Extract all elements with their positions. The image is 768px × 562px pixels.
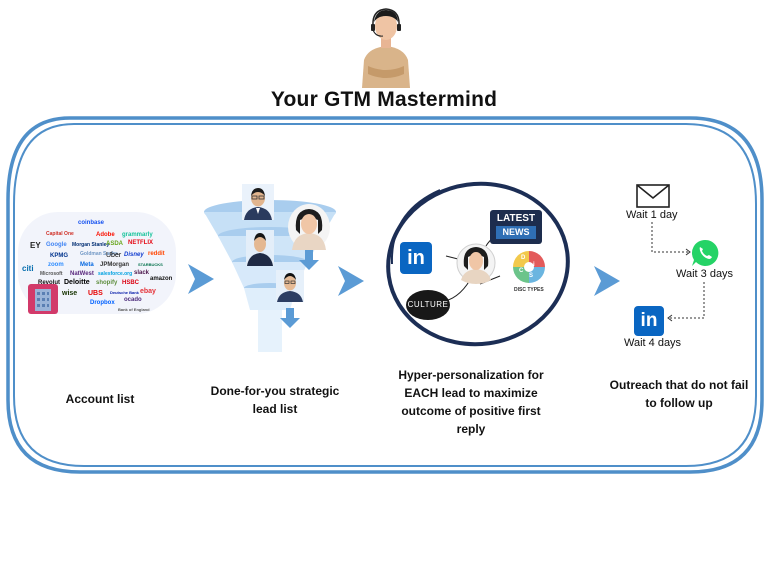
logo-jpmorgan: JPMorgan [100,262,130,268]
logo-reddit: reddit [148,251,165,257]
logo-deutsche-bank: Deutsche Bank [110,290,139,295]
logo-deloitte: Deloitte [64,279,90,286]
presenter-photo [356,4,416,88]
flow-arrow-3 [594,266,620,296]
disc-wheel [513,251,545,283]
email-icon [636,184,670,208]
latest-news-badge: LATEST NEWS [490,210,542,244]
logo-natwest: NatWest [70,271,94,277]
logo-shopify: shopify [96,280,118,286]
logo-capital-one: Capital One [46,231,74,237]
logo-ey: EY [30,241,41,250]
whatsapp-icon [691,239,719,266]
logo-meta: Meta [80,262,94,268]
logo-amazon: amazon [150,276,173,282]
logo-ebay: ebay [140,288,156,295]
flow-arrow-2 [338,266,364,296]
logo-revolut: Revolut [38,280,61,286]
persona-photo [456,243,496,284]
news-label-news: NEWS [496,226,536,239]
logo-coinbase: coinbase [78,220,105,226]
disc-letter-c: C [519,268,524,274]
logo-bank-of-england: Bank of England [118,307,150,312]
logo-morgan-stanley: Morgan Stanley [72,242,110,248]
lead-avatar-1 [242,184,274,220]
logo-adobe: Adobe [96,232,115,238]
disc-types-label: DISC TYPES [514,287,544,293]
lead-avatar-2 [288,204,330,250]
logo-hsbc: HSBC [122,280,140,286]
logo-ocado: ocado [124,297,142,303]
logo-citi: citi [22,264,34,273]
step-personalization-label: Hyper-personalization for EACH lead to m… [398,368,544,436]
logo-kpmg: KPMG [50,253,68,259]
logo-slack: slack [134,270,150,276]
wait-4-days-label: Wait 4 days [624,337,682,349]
page-title: Your GTM Mastermind [270,88,498,111]
logo-microsoft: Microsoft [40,271,63,277]
logo-dropbox: Dropbox [90,300,115,306]
step-account-list-label: Account list [65,392,135,406]
lead-avatar-3 [246,230,274,266]
logo-disney: Disney [124,252,144,258]
step-outreach-label: Outreach that do not fail to follow up [609,378,749,410]
logo-starbucks: STARBUCKS [138,262,163,267]
logo-wise: wise [62,290,78,297]
disc-letter-d: D [521,255,526,261]
logo-goldman: Goldman Sachs [80,251,118,257]
logo-grammarly: grammarly [122,232,153,238]
step-lead-list-label: Done-for-you strategic lead list [210,384,340,416]
news-label-latest: LATEST [496,213,536,224]
logo-google: Google [46,242,67,248]
wait-1-day-label: Wait 1 day [626,209,678,221]
wait-3-days-label: Wait 3 days [676,268,734,280]
logo-netflix: NETFLIX [128,240,153,246]
disc-letter-i: i [533,262,535,268]
linkedin-sequence-icon: in [634,306,664,336]
linkedin-logo: in [400,242,432,274]
logo-salesforce: salesforce.org [98,271,133,277]
logo-uber: Uber [106,252,122,259]
logo-ubs: UBS [88,290,103,297]
logo-asda: ASDA [106,241,124,247]
culture-badge: CULTURE [406,290,450,320]
flow-arrow-1 [188,264,214,294]
lead-avatar-4 [276,270,304,302]
logo-zoom: zoom [48,262,64,268]
office-building-image [28,284,58,314]
disc-letter-s: S [529,273,534,279]
